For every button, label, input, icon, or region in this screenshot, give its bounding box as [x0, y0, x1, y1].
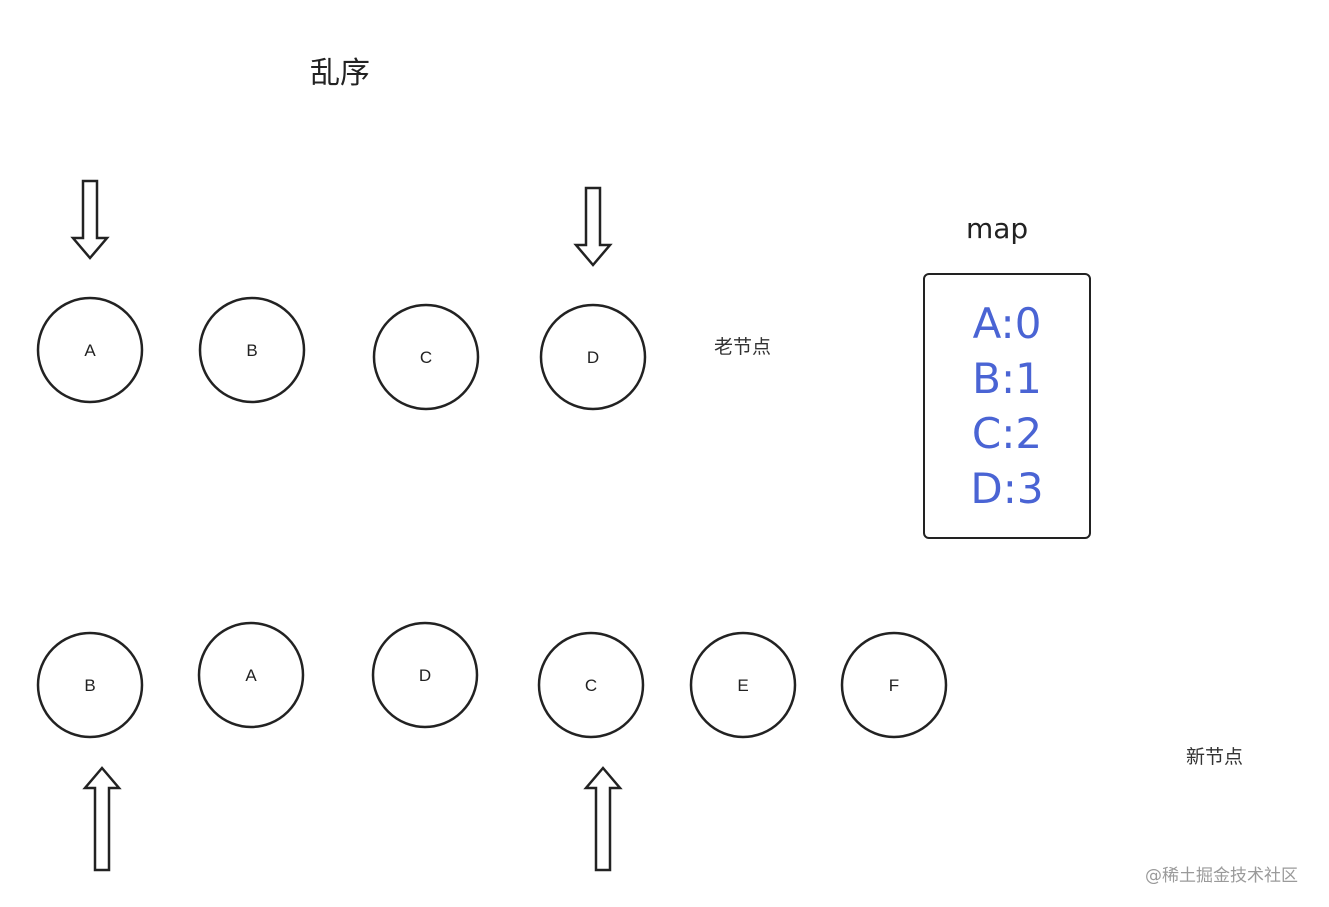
- map-entry: C:2: [971, 409, 1043, 458]
- new-pointer-arrow-c: [583, 766, 623, 872]
- new-node-d-label: D: [419, 666, 431, 685]
- watermark: @稀土掘金技术社区: [1145, 866, 1298, 886]
- new-node-f-label: F: [889, 676, 899, 695]
- old-node-a-circle: [36, 296, 144, 404]
- old-pointer-arrow-d: [573, 186, 613, 267]
- old-nodes-label: 老节点: [714, 336, 772, 358]
- new-node-e-label: E: [737, 676, 748, 695]
- map-box: A:0 B:1 C:2 D:3: [923, 273, 1091, 539]
- new-pointer-arrow-b: [82, 766, 122, 872]
- old-node-d-circle: [539, 303, 647, 411]
- new-node-c-circle: [537, 631, 645, 739]
- map-title: map: [966, 212, 1029, 245]
- map-entry: B:1: [972, 354, 1042, 403]
- old-node-c-label: C: [420, 348, 432, 367]
- old-node-c-circle: [372, 303, 480, 411]
- new-node-b-label: B: [84, 676, 95, 695]
- new-node-d-circle: [371, 621, 479, 729]
- new-node-c-label: C: [585, 676, 597, 695]
- old-pointer-arrow-a: [70, 179, 110, 260]
- old-node-b-label: B: [246, 341, 257, 360]
- new-node-b-circle: [36, 631, 144, 739]
- new-node-e-circle: [689, 631, 797, 739]
- map-entry: A:0: [972, 299, 1042, 348]
- old-node-row: A B C D: [36, 296, 647, 411]
- old-node-b-circle: [198, 296, 306, 404]
- new-nodes-label: 新节点: [1186, 746, 1244, 768]
- new-node-a-label: A: [245, 666, 257, 685]
- new-node-f-circle: [840, 631, 948, 739]
- diagram-title: 乱序: [310, 56, 370, 91]
- old-node-a-label: A: [84, 341, 96, 360]
- new-node-a-circle: [197, 621, 305, 729]
- pointer-arrows: [70, 179, 623, 872]
- map-entry: D:3: [970, 464, 1044, 513]
- old-node-d-label: D: [587, 348, 599, 367]
